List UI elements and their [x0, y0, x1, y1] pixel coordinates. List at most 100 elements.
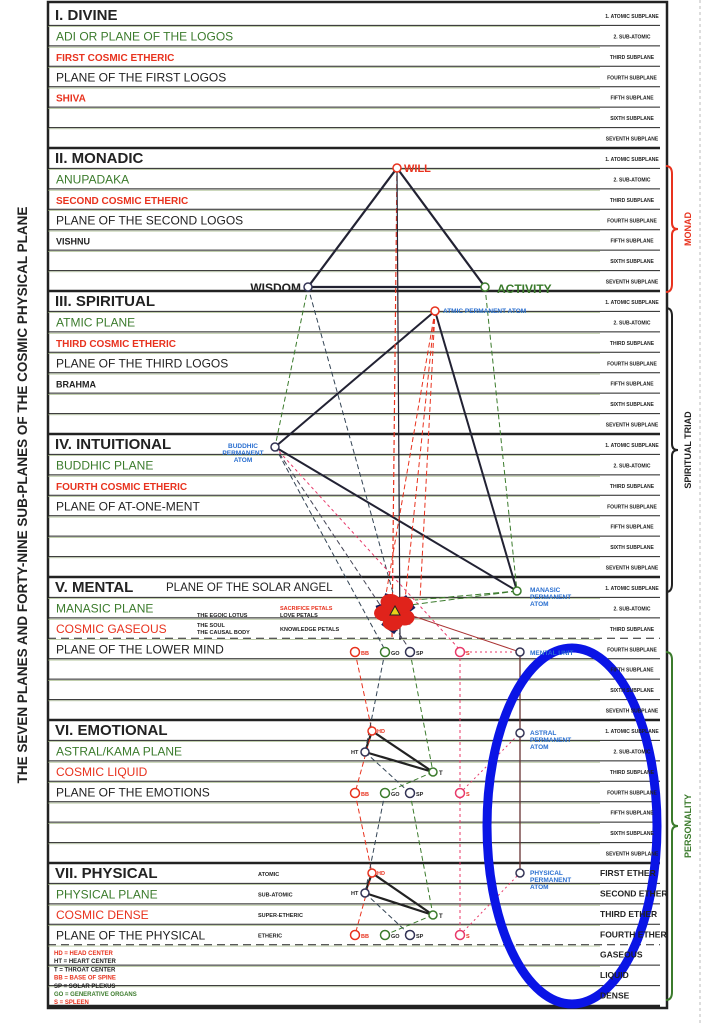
center-label: BB [361, 651, 369, 657]
plane-description: COSMIC LIQUID [56, 765, 148, 779]
go-center-node [379, 929, 391, 941]
subplane-label: SEVENTH SUBPLANE [606, 280, 659, 286]
plane-description: BRAHMA [56, 380, 96, 390]
heart-center-node [360, 888, 370, 898]
center-label: SP [416, 792, 424, 798]
plane-description: THIRD COSMIC ETHERIC [56, 339, 176, 350]
plane-description: PLANE OF THE PHYSICAL [56, 928, 205, 942]
center-label: GO [391, 934, 400, 940]
subplane-label: SIXTH SUBPLANE [610, 402, 654, 408]
highlight-ellipse [482, 643, 662, 1009]
subplane-label: 1. ATOMIC SUBPLANE [605, 729, 659, 735]
mental-unit-node [515, 647, 525, 657]
center-label: T [439, 771, 443, 777]
center-triangle [371, 730, 434, 773]
plane-name: V. MENTAL [55, 579, 133, 596]
bb-center-node [349, 646, 361, 658]
center-link [364, 751, 411, 794]
spiritual-triad-label: SPIRITUAL TRIAD [683, 411, 693, 489]
astral-permanent-atom-label: PERMANENT [530, 737, 571, 744]
subplane-label: SIXTH SUBPLANE [610, 688, 654, 694]
etheric-label: SUB-ATOMIC [258, 892, 293, 898]
sp-center-node [404, 787, 416, 799]
personality-bracket [665, 651, 679, 1001]
activity-label: ACTIVITY [497, 282, 552, 296]
subplane-label: FIRST ETHER [600, 868, 656, 878]
head-center-node [367, 726, 377, 736]
subplane-label: FOURTH SUBPLANE [607, 647, 657, 653]
plane-description: ADI OR PLANE OF THE LOGOS [56, 29, 233, 43]
buddhic-permanent-atom-label: BUDDHIC [228, 443, 258, 450]
center-label: HD [377, 871, 385, 877]
buddhic-permanent-atom-label: ATOM [234, 457, 253, 464]
subplane-label: FIFTH SUBPLANE [610, 668, 654, 674]
center-triangle [371, 872, 434, 916]
buddhic-spleen-line [274, 446, 461, 651]
center-label: T [439, 914, 443, 920]
center-label: GO [391, 651, 400, 657]
buddhic-permanent-atom-label: PERMANENT [222, 450, 263, 457]
subplane-label: FOURTH SUBPLANE [607, 504, 657, 510]
subplane-label: 1. ATOMIC SUBPLANE [605, 14, 659, 20]
legend-item: S = SPLEEN [54, 1000, 89, 1006]
activity-manasic-line [484, 286, 518, 592]
personality-label: PERSONALITY [683, 794, 693, 858]
head-center-node [367, 868, 377, 878]
subplane-label: FOURTH SUBPLANE [607, 75, 657, 81]
subplane-label: 1. ATOMIC SUBPLANE [605, 586, 659, 592]
buddhic-center-line [274, 446, 386, 651]
plane-description: SECOND COSMIC ETHERIC [56, 196, 188, 207]
atmic-buddhic-line [274, 310, 436, 448]
plane-description: FIRST COSMIC ETHERIC [56, 53, 174, 64]
plane-description: PHYSICAL PLANE [56, 887, 158, 901]
center-label: GO [391, 792, 400, 798]
bb-center-node [349, 787, 361, 799]
plane-description: SHIVA [56, 94, 86, 105]
subplane-label: 2. SUB-ATOMIC [613, 463, 650, 469]
plane-description: COSMIC DENSE [56, 908, 149, 922]
base-head-line [354, 792, 373, 874]
manasic-permanent-atom-label: ATOM [530, 601, 549, 608]
frame [46, 0, 669, 1010]
plane-description: PLANE OF AT-ONE-MENT [56, 499, 200, 513]
subplane-label: THIRD SUBPLANE [610, 484, 655, 490]
subplane-label: FIFTH SUBPLANE [610, 239, 654, 245]
center-link [409, 792, 434, 916]
manasic-permanent-atom-node [512, 586, 522, 596]
subplane-label: SEVENTH SUBPLANE [606, 566, 659, 572]
subplane-label: SIXTH SUBPLANE [610, 831, 654, 837]
s-center-node [454, 787, 466, 799]
go-center-node [379, 646, 391, 658]
lotus-label: THE CAUSAL BODY [197, 630, 250, 636]
wisdom-label: WISDOM [250, 281, 301, 295]
spleen-astral-line [459, 732, 521, 794]
lotus-petal-red [393, 596, 414, 613]
subplane-label: FIFTH SUBPLANE [610, 525, 654, 531]
lotus-label: LOVE PETALS [280, 613, 318, 619]
plane-name: VII. PHYSICAL [55, 865, 158, 882]
subplane-label: FIFTH SUBPLANE [610, 382, 654, 388]
wisdom-buddhic-line [274, 286, 309, 448]
center-label: HD [377, 729, 385, 735]
sp-center-node [404, 646, 416, 658]
legend-item: GO = GENERATIVE ORGANS [54, 992, 137, 998]
plane-description: PLANE OF THE THIRD LOGOS [56, 356, 228, 370]
s-center-node [454, 929, 466, 941]
center-triangle [364, 750, 434, 774]
subplane-label: 1. ATOMIC SUBPLANE [605, 300, 659, 306]
will-lotus-line [396, 167, 401, 641]
will-activity-line [396, 167, 486, 288]
lotus-jewel-triangle [389, 604, 401, 616]
subplane-label: 2. SUB-ATOMIC [613, 749, 650, 755]
lotus-label: THE EGOIC LOTUS [197, 613, 248, 619]
center-link [384, 914, 434, 936]
center-triangle [364, 891, 434, 917]
sp-center-node [404, 929, 416, 941]
will-lotus-line [391, 167, 398, 641]
monad-bracket [665, 165, 679, 293]
lotus-mental-unit-line [394, 609, 521, 653]
plane-description: BUDDHIC PLANE [56, 458, 153, 472]
subplane-label: SECOND ETHER [600, 888, 668, 898]
wisdom-lotus-line [307, 286, 396, 601]
plane-description: VISHNU [56, 237, 90, 247]
